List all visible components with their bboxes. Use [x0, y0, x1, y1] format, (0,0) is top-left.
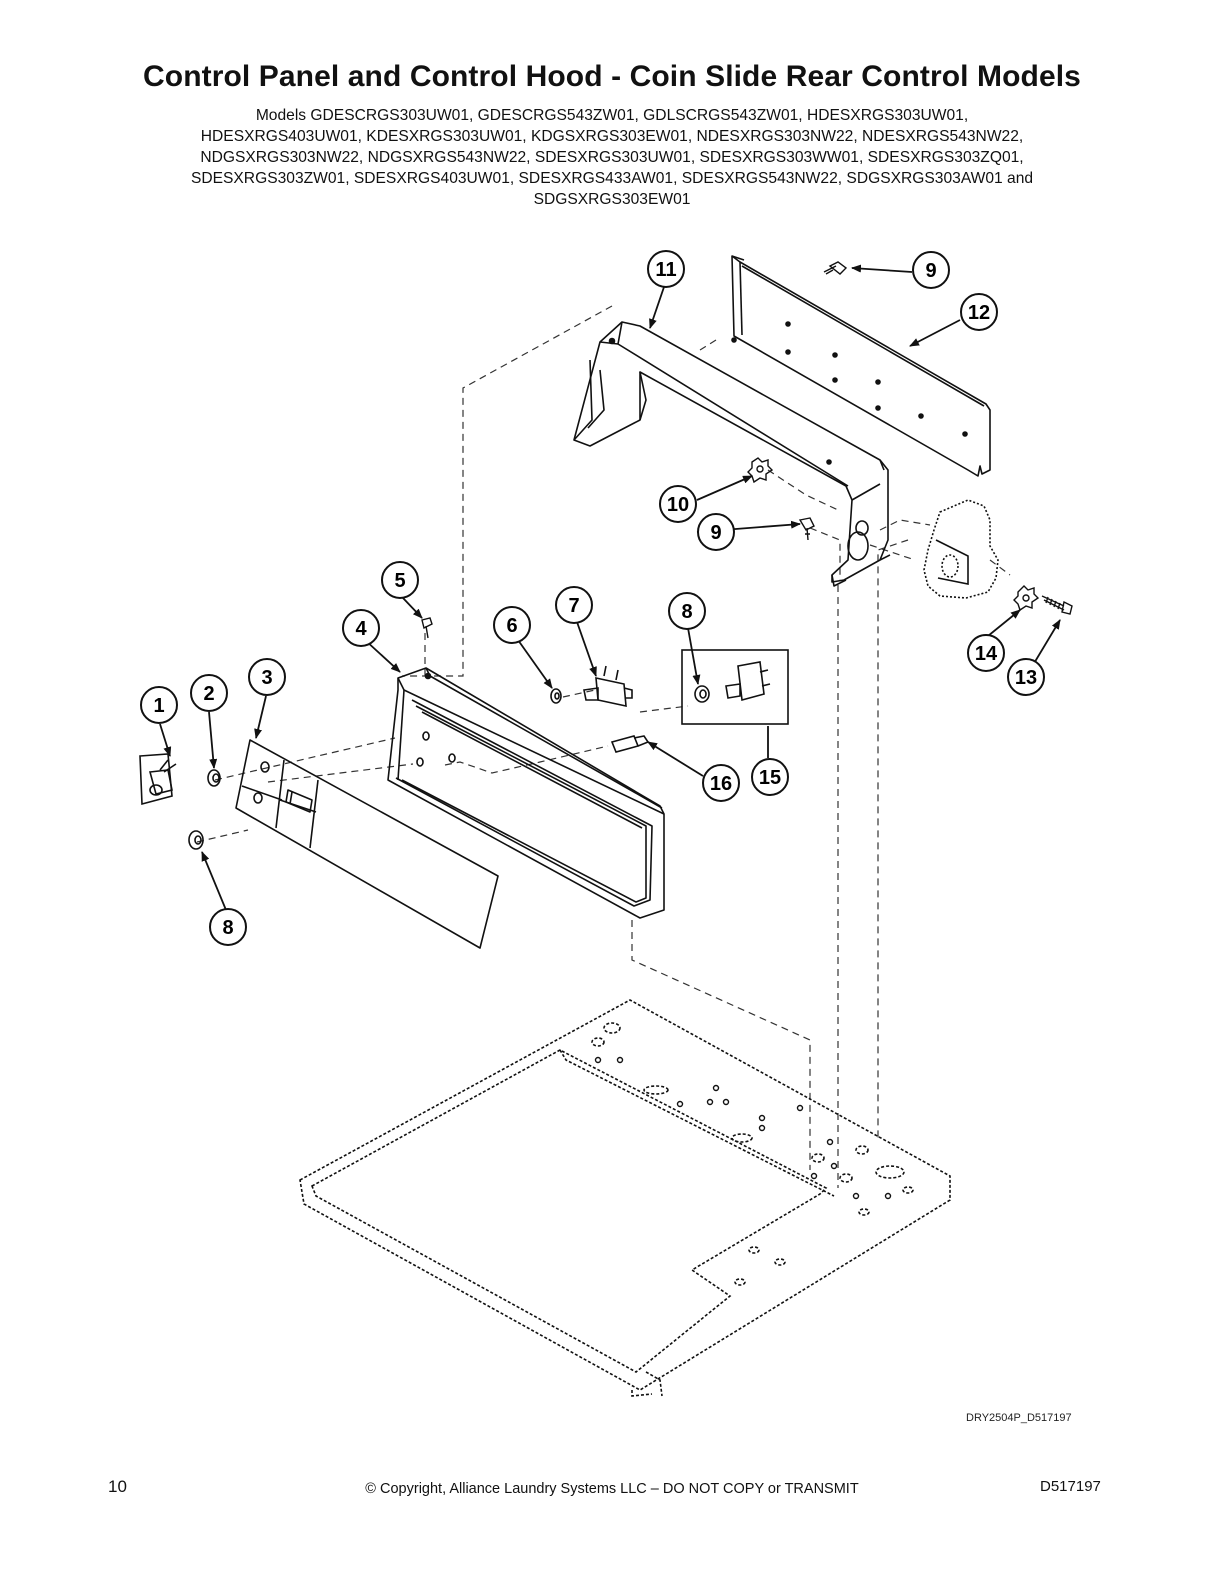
- svg-text:16: 16: [710, 773, 732, 795]
- star-washer-14: [1013, 585, 1040, 612]
- svg-text:11: 11: [655, 259, 676, 281]
- screw-9-side: [798, 517, 815, 541]
- callout-leaders: [159, 264, 1061, 911]
- callout-15: 15: [751, 758, 789, 796]
- svg-text:1: 1: [153, 695, 164, 717]
- model-line: SDESXRGS303ZW01, SDESXRGS403UW01, SDESXR…: [190, 170, 1034, 187]
- svg-text:13: 13: [1015, 667, 1037, 689]
- callout-16: 16: [702, 764, 740, 802]
- model-list: Models GDESCRGS303UW01, GDESCRGS543ZW01,…: [92, 105, 1132, 210]
- callout-2: 2: [190, 674, 228, 712]
- callout-13: 13: [1007, 658, 1045, 696]
- svg-text:9: 9: [710, 522, 721, 544]
- cabinet-top: [299, 999, 951, 1397]
- callout-8-upper: 8: [668, 592, 706, 630]
- cabinet-top-holes: [594, 1056, 892, 1200]
- callout-14: 14: [967, 634, 1005, 672]
- svg-text:12: 12: [968, 302, 990, 324]
- svg-text:6: 6: [506, 615, 517, 637]
- page-number: 10: [108, 1477, 127, 1496]
- svg-text:15: 15: [759, 767, 781, 789]
- screw-5: [421, 617, 433, 639]
- knob-1: [139, 753, 177, 806]
- svg-text:7: 7: [568, 595, 579, 617]
- callout-6: 6: [493, 606, 531, 644]
- callout-4: 4: [342, 609, 380, 647]
- svg-text:9: 9: [925, 260, 936, 282]
- page-title: Control Panel and Control Hood - Coin Sl…: [143, 60, 1081, 93]
- svg-text:14: 14: [975, 643, 998, 665]
- callout-7: 7: [555, 586, 593, 624]
- callout-8-lower: 8: [209, 908, 247, 946]
- svg-text:8: 8: [681, 601, 692, 623]
- callout-3: 3: [248, 658, 286, 696]
- bolt-13: [1041, 595, 1073, 615]
- svg-text:5: 5: [394, 570, 405, 592]
- control-hood: [573, 321, 891, 587]
- drawing-reference: DRY2504P_D517197: [966, 1412, 1072, 1424]
- model-line: Models GDESCRGS303UW01, GDESCRGS543ZW01,…: [255, 107, 969, 124]
- nut-8-lower: [188, 830, 204, 850]
- callout-5: 5: [381, 561, 419, 599]
- callout-10: 10: [659, 485, 697, 523]
- star-washer-10: [747, 457, 774, 484]
- control-console: [387, 667, 665, 919]
- svg-text:3: 3: [261, 667, 272, 689]
- svg-text:4: 4: [355, 618, 367, 640]
- callout-1: 1: [140, 686, 178, 724]
- switch-assembly-15: [681, 649, 789, 725]
- switch-7: [583, 665, 633, 708]
- assembly-guide-lines: [196, 305, 1011, 1188]
- rear-control-panel: [731, 255, 991, 477]
- nut-2: [207, 769, 221, 787]
- callout-11: 11: [647, 250, 685, 288]
- callouts: 1 2 3 4 5 6 7 8 8 9 9 10 11 12 13 14 15 …: [140, 250, 1045, 946]
- model-line: HDESXRGS403UW01, KDESXRGS303UW01, KDGSXR…: [200, 128, 1024, 145]
- mounting-bracket: [923, 499, 999, 599]
- callout-9-side: 9: [697, 513, 735, 551]
- model-line: NDGSXRGS303NW22, NDGSXRGS543NW22, SDESXR…: [200, 149, 1024, 166]
- svg-text:10: 10: [667, 494, 689, 516]
- document-id: D517197: [1040, 1478, 1101, 1495]
- callout-9-top: 9: [912, 251, 950, 289]
- control-overlay: [235, 739, 499, 949]
- svg-text:2: 2: [203, 683, 214, 705]
- svg-text:8: 8: [222, 917, 233, 939]
- lamp-16: [610, 735, 650, 753]
- model-line: SDGSXRGS303EW01: [533, 191, 691, 208]
- screw-9-top: [823, 261, 848, 275]
- washer-6: [550, 688, 562, 704]
- copyright-notice: © Copyright, Alliance Laundry Systems LL…: [365, 1481, 859, 1497]
- callout-12: 12: [960, 293, 998, 331]
